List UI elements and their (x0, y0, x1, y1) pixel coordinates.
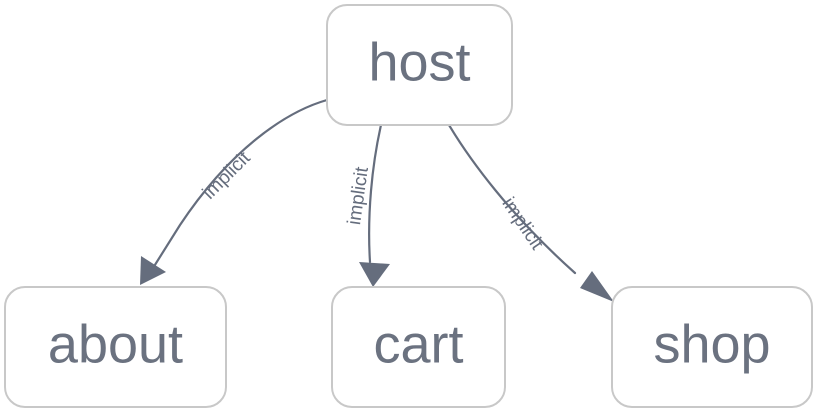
node-host[interactable]: host (326, 4, 513, 126)
node-about[interactable]: about (4, 286, 227, 408)
node-shop[interactable]: shop (611, 286, 813, 408)
node-cart-label: cart (373, 314, 463, 374)
edge-host-shop[interactable]: implicit (447, 123, 614, 302)
node-cart-box[interactable] (331, 286, 506, 408)
edge-host-shop-arrowhead (580, 271, 614, 302)
edge-label: implicit (497, 194, 547, 254)
edge-host-shop-label-group: implicit (497, 194, 547, 254)
node-shop-box[interactable] (611, 286, 813, 408)
node-host-box[interactable] (326, 4, 513, 126)
edge-host-shop-path (447, 123, 577, 275)
node-cart[interactable]: cart (331, 286, 506, 408)
edge-label: implicit (199, 147, 255, 203)
edge-host-cart-path (368, 123, 383, 264)
node-host-label: host (368, 32, 470, 92)
node-about-label: about (48, 314, 183, 374)
edge-host-about-arrowhead (140, 256, 166, 285)
node-about-box[interactable] (4, 286, 227, 408)
edge-host-about-label-group: implicit (199, 147, 255, 203)
edge-host-about-path (151, 98, 329, 270)
edge-host-cart[interactable]: implicit (344, 123, 390, 287)
edge-host-cart-arrowhead (359, 262, 390, 287)
node-shop-label: shop (653, 314, 770, 374)
edge-host-about[interactable]: implicit (140, 98, 329, 285)
